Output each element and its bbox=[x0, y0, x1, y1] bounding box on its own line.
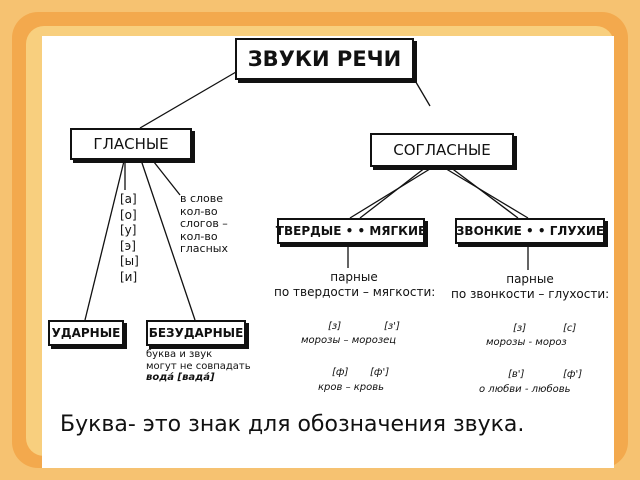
note-line: буква и звук bbox=[146, 349, 213, 360]
note-line: могут не совпадать bbox=[146, 360, 251, 372]
transcription: [ф'] bbox=[370, 367, 390, 378]
note-line: по твердости – мягкости: bbox=[274, 285, 436, 299]
hard-soft-note: парные по твердости – мягкости: bbox=[274, 270, 436, 300]
vowel-note-line: слогов – bbox=[180, 217, 228, 230]
vowel-letter-list: [а] [о] [у] [э] [ы] [и] bbox=[120, 192, 139, 285]
connector-line bbox=[139, 156, 196, 321]
vowel-note: в слове кол-во слогов – кол-во гласных bbox=[180, 192, 228, 256]
note-line: парные bbox=[506, 272, 554, 286]
connector-line bbox=[359, 163, 431, 219]
transcription: [в'] bbox=[508, 369, 525, 380]
example-words: морозы – морозец bbox=[301, 335, 397, 346]
vowel-note-line: гласных bbox=[180, 242, 228, 255]
connector-line bbox=[139, 71, 237, 129]
unstressed-note: буква и звук могут не совпадать вода́ [в… bbox=[146, 349, 251, 384]
vowel-letter: [у] bbox=[120, 223, 137, 237]
vowels-node: ГЛАСНЫЕ bbox=[70, 128, 192, 160]
hard-soft-node: ТВЕРДЫЕ • • МЯГКИЕ bbox=[276, 218, 426, 244]
example-words: морозы - мороз bbox=[486, 337, 567, 348]
vowel-letter: [о] bbox=[120, 207, 137, 222]
vowel-letter: [и] bbox=[120, 269, 138, 284]
caption: Буква- это знак для обозначения звука. bbox=[60, 412, 525, 437]
consonants-node: СОГЛАСНЫЕ bbox=[370, 133, 514, 167]
diagram-sheet bbox=[42, 36, 614, 468]
transcription: [с] bbox=[563, 323, 577, 334]
vowel-note-line: кол-во bbox=[180, 229, 218, 243]
note-line: по звонкости – глухости: bbox=[451, 287, 610, 301]
vowel-note-line: кол-во bbox=[180, 204, 218, 218]
unstressed-node: БЕЗУДАРНЫЕ bbox=[146, 320, 246, 346]
transcription: [з] bbox=[328, 321, 342, 332]
stressed-node: УДАРНЫЕ bbox=[48, 320, 124, 346]
voiced-voiceless-node: ЗВОНКИЕ • • ГЛУХИЕ bbox=[455, 218, 605, 244]
vowel-letter: [а] bbox=[120, 192, 137, 206]
note-line: парные bbox=[330, 270, 378, 284]
example-words: кров – кровь bbox=[318, 382, 385, 393]
transcription: [з] bbox=[513, 323, 527, 334]
transcription: [ф'] bbox=[563, 369, 583, 380]
diagram-title: ЗВУКИ РЕЧИ bbox=[235, 38, 414, 80]
transcription: [з'] bbox=[384, 321, 400, 332]
vowel-letter: [ы] bbox=[120, 254, 139, 268]
note-line: вода́ [вада́] bbox=[146, 372, 215, 383]
voiced-note: парные по звонкости – глухости: bbox=[451, 272, 609, 302]
connector-line bbox=[445, 163, 519, 219]
transcription: [ф] bbox=[332, 367, 349, 378]
example-words: о любви - любовь bbox=[479, 384, 571, 395]
vowel-note-line: в слове bbox=[180, 192, 224, 205]
connector-line bbox=[84, 156, 126, 321]
vowel-letter: [э] bbox=[120, 238, 136, 253]
connector-line bbox=[149, 156, 181, 196]
